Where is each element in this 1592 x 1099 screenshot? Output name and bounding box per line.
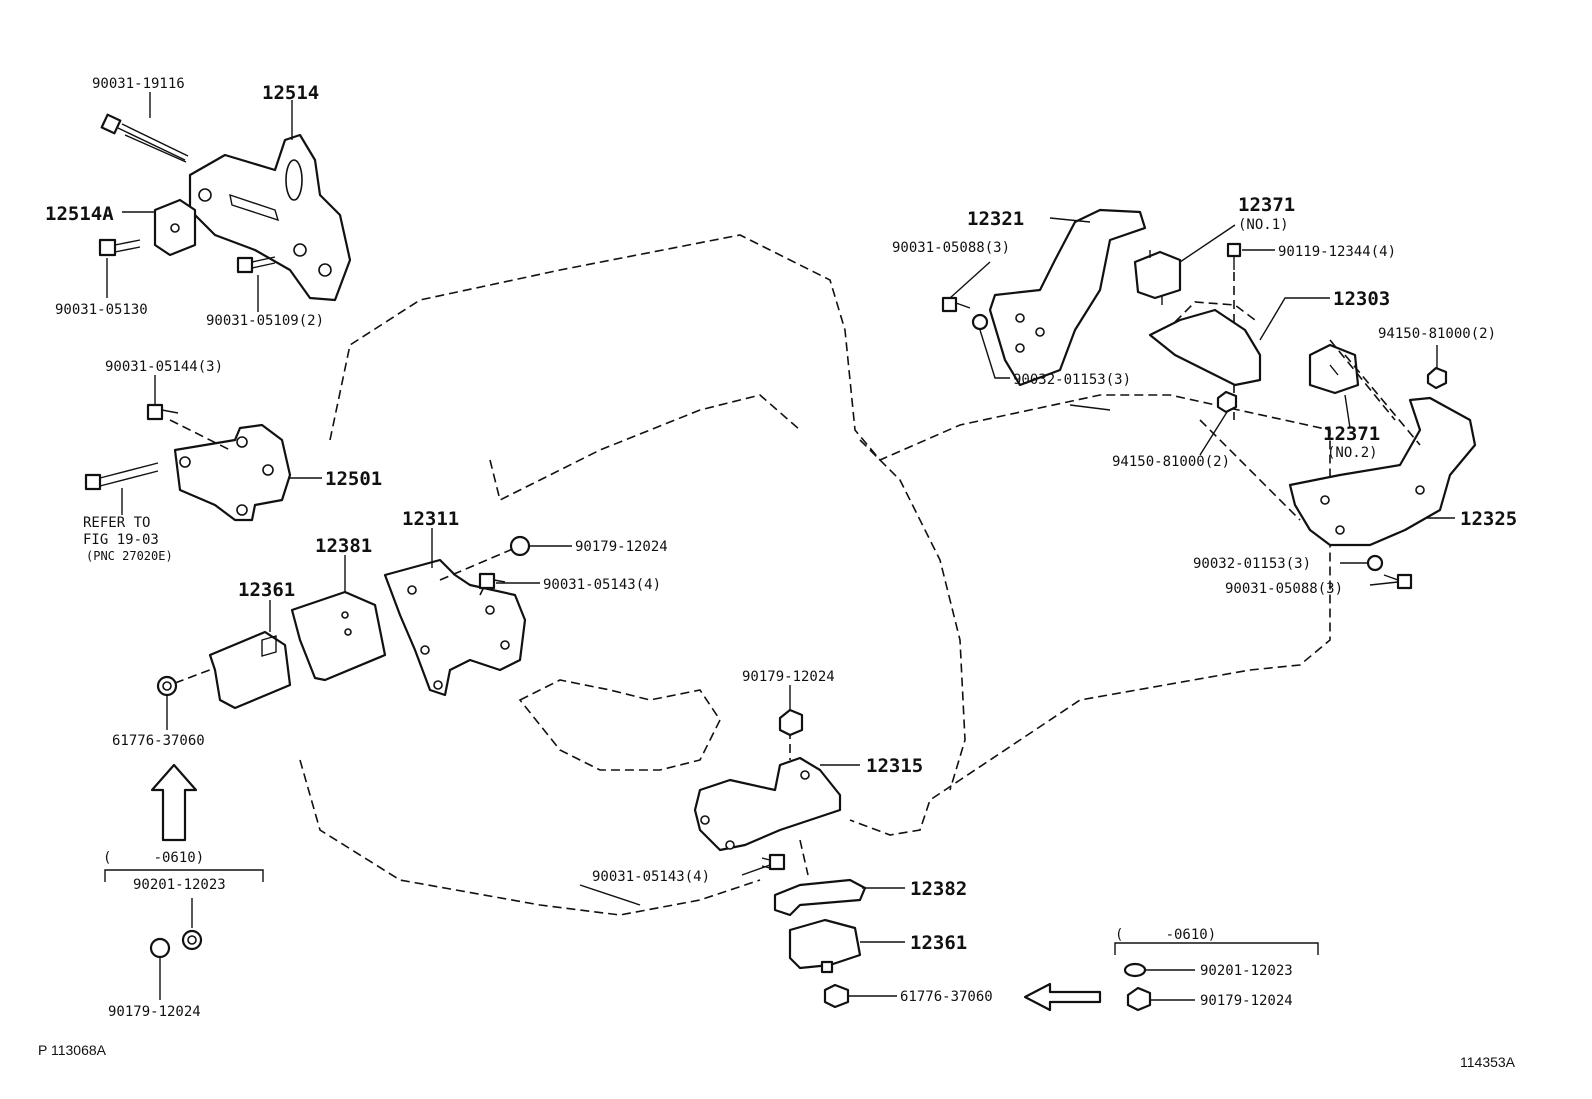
label-range-right: ( -0610): [1115, 927, 1216, 943]
bolt-90031-05088-top-icon: [941, 296, 971, 313]
label-90031-05130: 90031-05130: [55, 302, 148, 318]
label-90179-12024-right: 90179-12024: [1200, 993, 1293, 1009]
nut-61776-37060-bot-icon: [823, 983, 850, 1009]
part-12514-bracket: [188, 133, 352, 302]
label-90032-01153-bot: 90032-01153(3): [1193, 556, 1311, 572]
range-bracket-left: [104, 869, 264, 882]
label-90031-05143-top: 90031-05143(4): [543, 577, 661, 593]
label-90031-05109: 90031-05109(2): [206, 313, 324, 329]
part-12303-crossmember: [1148, 301, 1262, 387]
label-90119-12344: 90119-12344(4): [1278, 244, 1396, 260]
label-94150-81000-mid: 94150-81000(2): [1112, 454, 1230, 470]
bolt-90031-05143-top-icon: [478, 572, 506, 590]
label-12361-left: 12361: [238, 579, 295, 601]
part-12371-no1-insulator: [1133, 250, 1182, 305]
range-bracket-right: [1114, 942, 1319, 955]
bolt-90031-19116-icon: [100, 113, 189, 163]
label-90201-12023-right: 90201-12023: [1200, 963, 1293, 979]
bolt-90031-05144-icon: [146, 403, 179, 421]
bolt-90119-12344-icon: [1226, 242, 1242, 270]
label-90031-05143-bot: 90031-05143(4): [592, 869, 710, 885]
label-12371-no1: 12371: [1238, 194, 1295, 216]
part-12311-bracket: [383, 558, 527, 697]
washer-90201-12023-left-icon: [181, 929, 203, 951]
bolt-refer-icon: [84, 462, 159, 491]
part-12325-crossmember: [1288, 396, 1477, 547]
arrow-up-icon: [150, 763, 198, 842]
nut-90179-12024-right-icon: [1126, 986, 1152, 1012]
nut-94150-81000-top-icon: [1426, 366, 1448, 390]
label-90031-05088-top: 90031-05088(3): [892, 240, 1010, 256]
part-12361-bottom-insulator: [788, 918, 862, 974]
bolt-90031-05088-bot-icon: [1383, 573, 1413, 590]
label-12303: 12303: [1333, 288, 1390, 310]
label-90031-19116: 90031-19116: [92, 76, 185, 92]
part-12381-insulator: [290, 590, 387, 682]
label-90031-05088-bot: 90031-05088(3): [1225, 581, 1343, 597]
engine-outline: [299, 234, 1331, 916]
label-61776-37060-left: 61776-37060: [112, 733, 205, 749]
label-90179-12024-mid: 90179-12024: [742, 669, 835, 685]
label-12361-bottom: 12361: [910, 932, 967, 954]
label-12381: 12381: [315, 535, 372, 557]
part-12501-bracket: [173, 423, 292, 522]
label-fig-19-03: FIG 19-03: [83, 532, 159, 548]
part-labels: 90031-19116 12514 12514A 90031-05130 900…: [38, 76, 1517, 1070]
part-12321-bracket: [988, 208, 1147, 387]
label-90201-12023-left: 90201-12023: [133, 877, 226, 893]
part-12315-bracket: [693, 756, 842, 852]
nut-94150-81000-mid-icon: [1216, 390, 1238, 414]
label-90031-05144: 90031-05144(3): [105, 359, 223, 375]
label-range-left: ( -0610): [103, 850, 204, 866]
leader-lines: [106, 92, 1455, 1001]
label-90179-12024-a: 90179-12024: [575, 539, 668, 555]
label-refer-to: REFER TO: [83, 515, 150, 531]
label-12371-no2: 12371: [1323, 423, 1380, 445]
bolt-90031-05143-bot-icon: [761, 853, 786, 871]
washer-90032-01153-bot-icon: [1366, 554, 1384, 572]
label-12321: 12321: [967, 208, 1024, 230]
label-12514: 12514: [262, 82, 319, 104]
label-94150-81000-top: 94150-81000(2): [1378, 326, 1496, 342]
label-figure-ref-right: 114353A: [1460, 1054, 1516, 1070]
label-12501: 12501: [325, 468, 382, 490]
nut-90179-12024-mid-icon: [778, 708, 804, 737]
label-12311: 12311: [402, 508, 459, 530]
label-90032-01153-top: 90032-01153(3): [1013, 372, 1131, 388]
nut-61776-37060-left-icon: [156, 675, 178, 697]
label-figure-ref-left: P 113068A: [38, 1042, 107, 1058]
nut-90179-12024-a-icon: [509, 535, 531, 557]
washer-90032-01153-top-icon: [971, 313, 989, 331]
part-12382-stopper: [773, 878, 867, 917]
label-90179-12024-left: 90179-12024: [108, 1004, 201, 1020]
bolt-90031-05130-icon: [98, 238, 141, 257]
part-12371-no2-insulator: [1308, 343, 1360, 395]
nut-90179-12024-left-icon: [149, 937, 171, 959]
label-no1: (NO.1): [1238, 217, 1289, 233]
spacer-12514A-icon: [153, 198, 197, 257]
label-12382: 12382: [910, 878, 967, 900]
label-12325: 12325: [1460, 508, 1517, 530]
washer-90201-12023-right-icon: [1123, 962, 1147, 978]
label-12315: 12315: [866, 755, 923, 777]
label-pnc-27020e: (PNC 27020E): [86, 549, 173, 563]
bolt-90031-05109-icon: [236, 256, 276, 274]
label-61776-37060-bot: 61776-37060: [900, 989, 993, 1005]
part-12361-left-insulator: [208, 630, 292, 710]
label-12514A: 12514A: [45, 203, 114, 225]
label-no2: (NO.2): [1327, 445, 1378, 461]
arrow-left-icon: [1023, 982, 1102, 1012]
